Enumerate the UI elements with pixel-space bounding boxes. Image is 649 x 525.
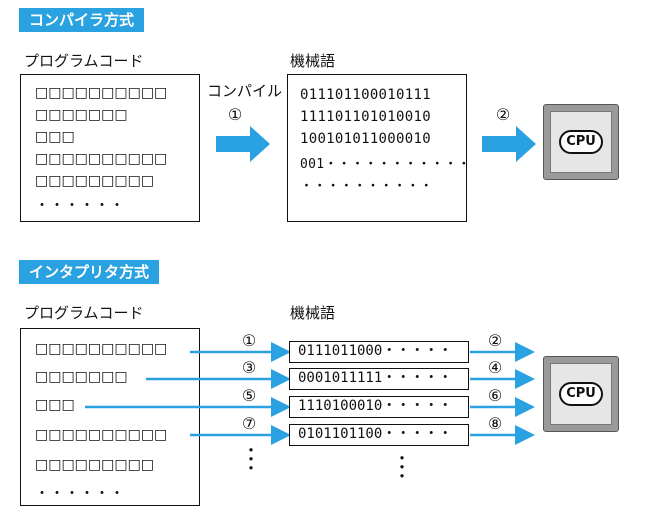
step-number: ②: [495, 105, 511, 124]
vertical-dots: ・ ・ ・: [243, 441, 260, 478]
machine-code-box: 0001011111・・・・・: [289, 368, 469, 390]
code-line: □□□: [35, 129, 75, 145]
compile-label: コンパイル: [207, 82, 283, 100]
step-number: ③: [241, 358, 257, 377]
code-line: □□□□□□□□□: [35, 457, 155, 473]
step-number: ①: [227, 105, 243, 124]
cpu-icon: CPU: [543, 104, 619, 180]
code-line: □□□: [35, 397, 75, 413]
step-number: ⑥: [487, 386, 503, 405]
machine-code-line: ・・・・・・・・・・: [300, 179, 434, 194]
step-number: ⑦: [241, 414, 257, 433]
interpreter-section-badge: インタプリタ方式: [19, 260, 160, 284]
machine-code-line: 011101100010111: [300, 87, 431, 103]
machine-code-box: 1110100010・・・・・: [289, 396, 469, 418]
machine-code-box: 0111011000・・・・・: [289, 341, 469, 363]
code-line: ・・・・・・: [35, 486, 125, 502]
code-line: □□□□□□□□□□: [35, 427, 168, 443]
cpu-label: CPU: [559, 130, 603, 154]
code-line: □□□□□□□□□□: [35, 341, 168, 357]
cpu-label: CPU: [559, 382, 603, 406]
code-line: ・・・・・・: [35, 198, 125, 214]
interpreter-program-box: □□□□□□□□□□ □□□□□□□ □□□ □□□□□□□□□□ □□□□□□…: [20, 328, 200, 506]
machine-code-line: 100101011000010: [300, 131, 431, 147]
machine-code-line: 111101101010010: [300, 109, 431, 125]
compiler-program-box: □□□□□□□□□□ □□□□□□□ □□□ □□□□□□□□□□ □□□□□□…: [20, 74, 200, 222]
code-line: □□□□□□□□□□: [35, 85, 168, 101]
step-number: ⑧: [487, 414, 503, 433]
code-line: □□□□□□□□□□: [35, 151, 168, 167]
execute-arrow: [482, 126, 536, 162]
code-line: □□□□□□□: [35, 369, 128, 385]
code-line: □□□□□□□: [35, 107, 128, 123]
compiler-machine-box: 011101100010111 111101101010010 10010101…: [287, 74, 470, 222]
machine-code-box: 0101101100・・・・・: [289, 424, 469, 446]
step-number: ⑤: [241, 386, 257, 405]
step-number: ②: [487, 331, 503, 350]
compiler-section-badge: コンパイラ方式: [19, 8, 145, 32]
interpreter-machine-label: 機械語: [290, 304, 336, 322]
cpu-icon: CPU: [543, 356, 619, 432]
compiler-machine-label: 機械語: [290, 52, 336, 70]
compile-arrow: [216, 126, 270, 162]
machine-code-line: 001・・・・・・・・・・・: [300, 157, 471, 172]
interpreter-program-label: プログラムコード: [24, 304, 144, 322]
code-line: □□□□□□□□□: [35, 173, 155, 189]
vertical-dots: ・ ・ ・: [394, 449, 411, 486]
step-number: ①: [241, 331, 257, 350]
step-number: ④: [487, 358, 503, 377]
compiler-program-label: プログラムコード: [24, 52, 144, 70]
